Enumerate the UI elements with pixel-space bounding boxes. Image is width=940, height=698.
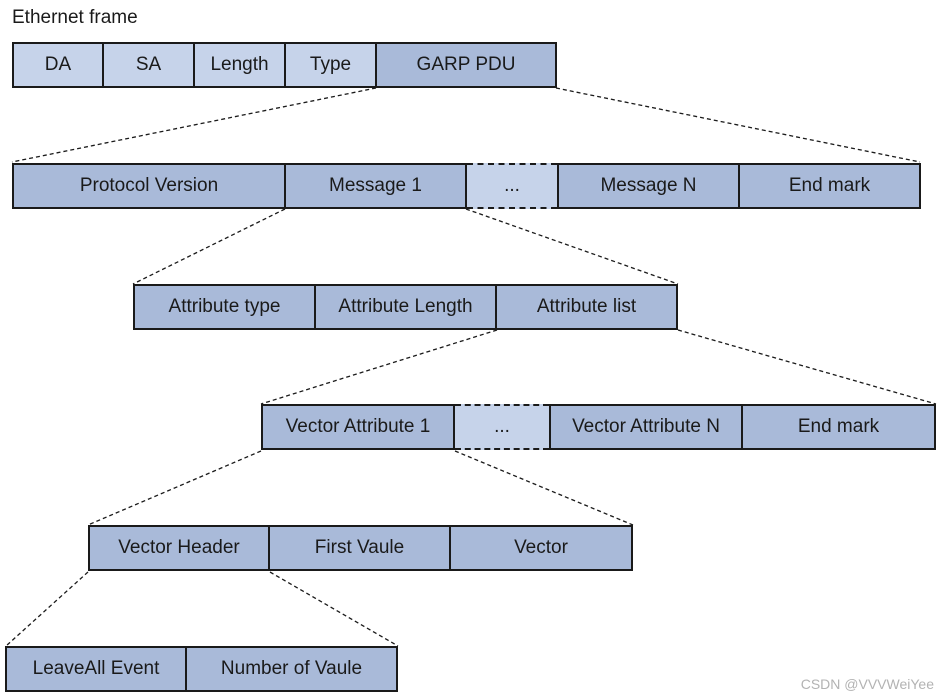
watermark: CSDN @VVVWeiYee [800,676,934,692]
field-garp-pdu: GARP PDU [375,42,557,88]
ethernet-frame-row: DA SA Length Type GARP PDU [12,42,557,88]
field-vector-attribute-ellipsis: ... [455,404,549,450]
field-type: Type [284,42,377,88]
expansion-line [269,571,399,647]
field-end-mark-2: End mark [741,404,936,450]
field-first-vaule: First Vaule [268,525,451,571]
field-attribute-list: Attribute list [495,284,678,330]
message-row: Attribute type Attribute Length Attribut… [133,284,678,330]
field-message-1: Message 1 [284,163,467,209]
expansion-line [11,87,377,163]
field-da: DA [12,42,104,88]
expansion-line [465,208,679,285]
expansion-line [454,450,634,526]
expansion-line [260,329,498,405]
field-attribute-type: Attribute type [133,284,316,330]
garp-pdu-row: Protocol Version Message 1 ... Message N… [12,163,921,209]
field-vector-attribute-n: Vector Attribute N [549,404,743,450]
field-attribute-length: Attribute Length [314,284,497,330]
vector-attribute-row: Vector Header First Vaule Vector [88,525,633,571]
expansion-line [555,87,921,163]
expansion-line [677,329,937,405]
field-vector-attribute-1: Vector Attribute 1 [261,404,455,450]
field-sa: SA [102,42,195,88]
expansion-line [5,571,89,647]
field-protocol-version: Protocol Version [12,163,286,209]
field-number-of-vaule: Number of Vaule [185,646,398,692]
field-vector: Vector [449,525,633,571]
field-length: Length [193,42,286,88]
field-end-mark: End mark [738,163,921,209]
field-message-ellipsis: ... [467,163,557,209]
field-leaveall-event: LeaveAll Event [5,646,187,692]
field-vector-header: Vector Header [88,525,270,571]
vector-header-row: LeaveAll Event Number of Vaule [5,646,398,692]
diagram-title: Ethernet frame [12,7,138,28]
expansion-line [132,208,286,285]
field-message-n: Message N [557,163,740,209]
expansion-line [87,450,262,526]
attribute-list-row: Vector Attribute 1 ... Vector Attribute … [261,404,936,450]
